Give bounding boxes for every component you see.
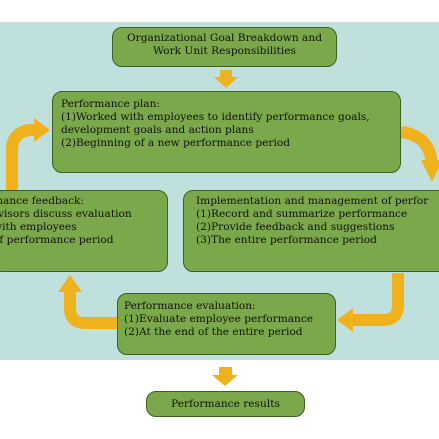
performance-feedback-title: mance feedback: (0, 195, 85, 207)
arrow-implementation-to-evaluation (352, 273, 404, 326)
implementation-box: Implementation and management of perfor … (183, 190, 439, 272)
performance-plan-title: Performance plan: (61, 98, 160, 110)
arrow-evaluation-to-feedback (64, 290, 117, 329)
arrow-feedback-to-plan-head (34, 118, 50, 142)
arrow-plan-to-implementation-head (421, 160, 439, 182)
performance-feedback-line-3: with employees (0, 221, 77, 233)
performance-feedback-line-4: of performance period (0, 234, 114, 246)
performance-evaluation-box: Performance evaluation: (1)Evaluate empl… (117, 293, 336, 355)
goal-breakdown-line-2: Work Unit Responsibilities (153, 45, 296, 57)
arrow-top-to-plan (214, 70, 238, 88)
performance-plan-item-2: (2)Beginning of a new performance period (61, 137, 291, 149)
performance-feedback-line-2: rvisors discuss evaluation (0, 208, 132, 220)
arrow-implementation-to-evaluation-head (337, 308, 353, 332)
arrow-evaluation-to-feedback-head (58, 275, 82, 292)
performance-plan-box: Performance plan: (1)Worked with employe… (52, 91, 401, 173)
implementation-item-2: (2)Provide feedback and suggestions (196, 221, 395, 233)
arrow-feedback-to-plan (6, 124, 36, 190)
implementation-item-3: (3)The entire performance period (196, 234, 377, 246)
performance-plan-item-1-cont: development goals and action plans (61, 124, 254, 136)
performance-feedback-box: mance feedback: rvisors discuss evaluati… (0, 190, 168, 272)
performance-results-box: Performance results (146, 391, 305, 417)
implementation-item-1: (1)Record and summarize performance (196, 208, 408, 220)
goal-breakdown-line-1: Organizational Goal Breakdown and (127, 32, 322, 44)
performance-plan-item-1: (1)Worked with employees to identify per… (61, 111, 370, 123)
arrow-to-results (212, 367, 238, 386)
performance-evaluation-item-1: (1)Evaluate employee performance (124, 313, 314, 325)
performance-evaluation-item-2: (2)At the end of the entire period (124, 326, 303, 338)
implementation-title: Implementation and management of perfor (196, 195, 429, 207)
performance-evaluation-title: Performance evaluation: (124, 300, 256, 312)
goal-breakdown-box: Organizational Goal Breakdown and Work U… (112, 27, 337, 67)
